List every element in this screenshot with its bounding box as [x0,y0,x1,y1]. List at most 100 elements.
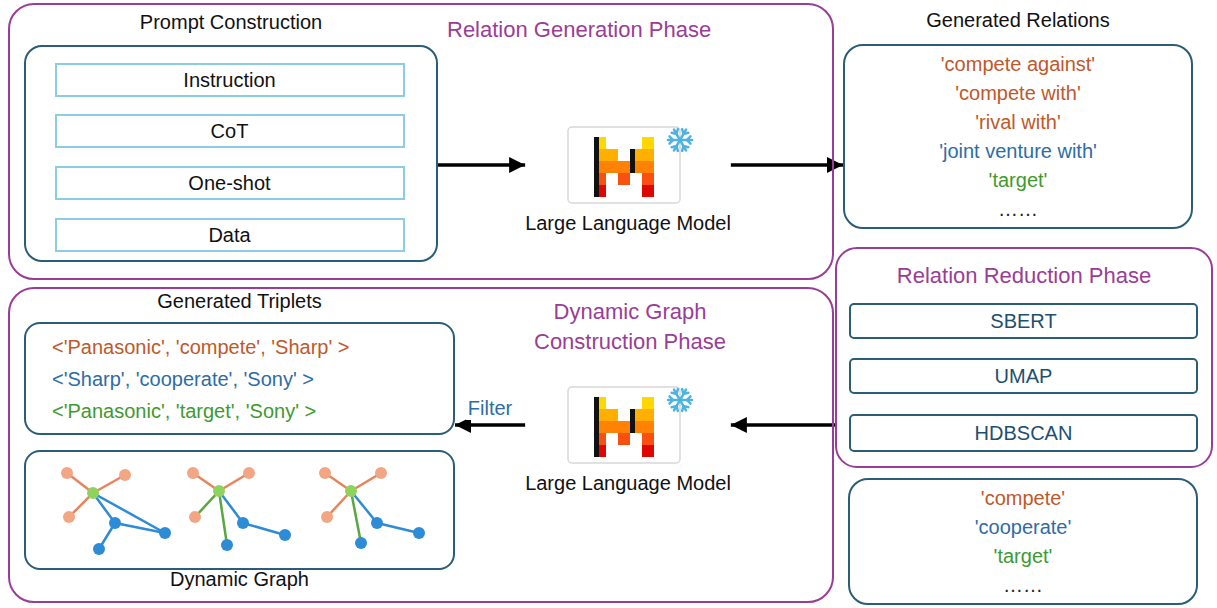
method-box: HDBSCAN [849,414,1198,452]
flow-arrow [438,163,525,167]
logo-block [594,137,599,149]
logo-block [642,149,654,161]
logo-block [618,421,630,433]
box-label: 'compete' [981,484,1065,513]
logo-block [594,409,599,421]
logo-block [594,445,599,457]
graph-node [375,467,387,479]
graph-node [213,485,225,497]
logo-block [594,173,606,185]
logo-block [594,433,599,445]
text-area: SBERT [851,305,1196,337]
output-box: 'compete''cooperate''target'…… [848,478,1198,605]
llm-logo [558,385,698,465]
graph-node [63,511,75,523]
snowflake-arm [682,146,683,151]
graph-node [109,517,121,529]
snowflake-arm [687,140,690,144]
logo-block [630,161,635,173]
prompt-part-box: CoT [55,114,405,148]
text-area: HDBSCAN [851,416,1196,450]
edge-label: Filter [466,397,514,420]
logo-block [594,397,599,409]
logo-block [594,409,606,421]
text-area: Instruction [57,65,403,95]
output-box: Generated Triplets<'Panasonic', 'compete… [24,322,455,435]
phase-panel: Dynamic Graph Construction PhaseGenerate… [8,287,834,603]
logo-block [594,445,606,457]
snowflake-arm [670,396,673,400]
logo-block [642,433,654,445]
logo-frame [568,387,680,463]
flow-arrow [731,423,835,427]
graph-node [93,543,105,555]
logo-block [606,149,618,161]
heading-text: Relation Generation Phase [447,17,711,43]
heading-text: Relation Reduction Phase [837,263,1211,289]
graph-node [61,467,73,479]
logo-block [594,173,599,185]
box-label: 'compete with' [955,79,1080,108]
logo-block [642,445,654,457]
method-box: SBERT [849,303,1198,339]
logo-frame [568,127,680,203]
text-area: 'compete against''compete with''rival wi… [845,46,1191,227]
logo-block [594,433,606,445]
text-area: Data [57,220,403,250]
graph-node [189,511,201,523]
text-area: UMAP [851,360,1196,392]
graph-node [243,467,255,479]
logo-block [642,137,654,149]
logo-block [630,421,635,433]
box-label: 'target' [994,542,1053,571]
graph-node [87,487,99,499]
graph-node [321,511,333,523]
logo-block [594,185,599,197]
prompt-part-box: Instruction [55,63,405,97]
graph-edge [351,491,377,523]
logo-block [642,409,654,421]
flow-arrow [455,423,525,427]
graph-node [355,537,367,549]
text-area: <'Panasonic', 'compete', 'Sharp' ><'Shar… [26,324,453,433]
logo-block [630,421,642,433]
text-area: One-shot [57,168,403,198]
output-box: Generated Relations'compete against''com… [843,44,1193,229]
snowflake-arm [682,406,683,411]
phase-panel: Relation Reduction PhaseSBERT UMAP HDBSCAN [835,247,1213,468]
logo-block [630,149,635,161]
logo-block [594,397,606,409]
model-label: Large Language Model [525,471,731,495]
logo-block [606,409,618,421]
box-label: Instruction [183,68,275,92]
text-area: 'compete''cooperate''target'…… [850,480,1196,603]
prompt-part-box: One-shot [55,166,405,200]
logo-block [594,421,606,433]
prompt-part-box: Data [55,218,405,252]
model-label: Large Language Model [525,211,731,235]
phase-panel: Relation Generation PhasePrompt Construc… [8,3,834,280]
logo-block [630,161,642,173]
box-label: UMAP [995,364,1053,388]
model-node: Large Language Model [525,125,731,235]
logo-block [594,161,606,173]
logo-block [618,173,630,185]
snowflake-arm [676,389,677,394]
logo-block [606,161,618,173]
box-label: 'joint venture with' [939,137,1097,166]
logo-block [642,185,654,197]
logo-block [630,409,642,421]
graph-edge [93,493,165,533]
box-label: Data [208,223,250,247]
snowflake-arm [683,133,688,134]
prompt-box: Prompt ConstructionInstructionCoTOne-sho… [24,45,438,262]
heading-text: Dynamic Graph [26,568,453,591]
graph-node [319,467,331,479]
graph-node [187,467,199,479]
graph-node [371,517,383,529]
snowflake-arm [670,136,673,140]
graph-edge [243,523,285,535]
snowflake-icon [668,389,692,411]
text-area: CoT [57,116,403,146]
